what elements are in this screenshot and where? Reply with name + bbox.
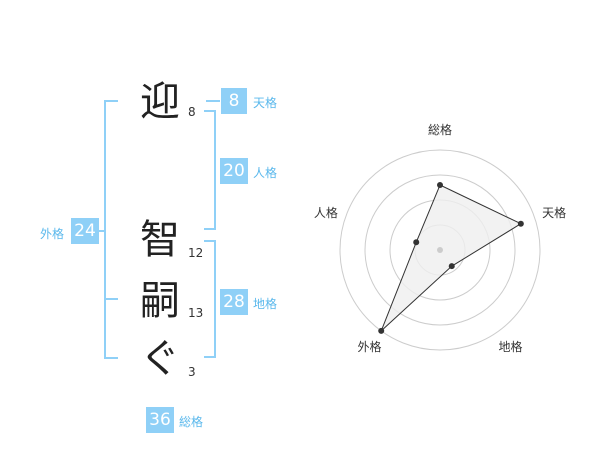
jinkaku-bracket [214, 110, 216, 230]
gaikaku-bracket [104, 100, 106, 359]
jinkaku-bracket-bottom [204, 228, 216, 230]
radar-axis-label-2: 天格 [542, 205, 566, 220]
radar-ring [364, 174, 516, 326]
gaikaku-bracket-tick [98, 230, 106, 232]
radar-axis-label-1: 総格 [428, 122, 452, 137]
radar-point-3 [448, 263, 455, 270]
gaikaku-label: 外格 [40, 227, 65, 241]
stroke-count-3: 13 [188, 306, 204, 320]
radar-point-4 [378, 327, 385, 334]
radar-point-2 [517, 220, 524, 227]
chikaku-bracket-bottom [204, 356, 216, 358]
radar-axis-label-5: 人格 [314, 205, 338, 220]
radar-ring [339, 149, 541, 351]
stroke-count-1: 8 [188, 105, 196, 119]
jinkaku-value: 20 [220, 158, 248, 184]
tenkaku-label: 天格 [253, 96, 278, 110]
radar-point-1 [437, 182, 443, 188]
radar-axis-label-3: 地格 [499, 339, 523, 354]
chikaku-label: 地格 [253, 297, 278, 311]
chikaku-bracket-top [204, 240, 216, 242]
name-char-4: ぐ [140, 336, 180, 382]
name-char-3: 嗣 [140, 278, 180, 324]
tenkaku-value: 8 [221, 88, 247, 114]
radar-axis-label-4: 外格 [357, 339, 381, 354]
tenkaku-tick [206, 100, 220, 102]
stroke-count-2: 12 [188, 246, 204, 260]
chikaku-value: 28 [220, 289, 248, 315]
radar-point-5 [413, 239, 420, 246]
radar-center-dot [437, 247, 443, 253]
name-char-2: 智 [140, 217, 180, 263]
stroke-count-4: 3 [188, 365, 196, 379]
jinkaku-bracket-top [204, 110, 216, 112]
soukaku-label: 総格 [179, 415, 204, 429]
gaikaku-bracket-mid [104, 298, 118, 300]
chikaku-bracket [214, 240, 216, 358]
gaikaku-bracket-bottom [104, 357, 118, 359]
soukaku-value: 36 [146, 407, 174, 433]
jinkaku-label: 人格 [253, 166, 278, 180]
gaikaku-bracket-top [104, 100, 118, 102]
radar-polygon [380, 184, 522, 332]
gaikaku-value: 24 [71, 218, 99, 244]
name-char-1: 迎 [140, 79, 180, 125]
